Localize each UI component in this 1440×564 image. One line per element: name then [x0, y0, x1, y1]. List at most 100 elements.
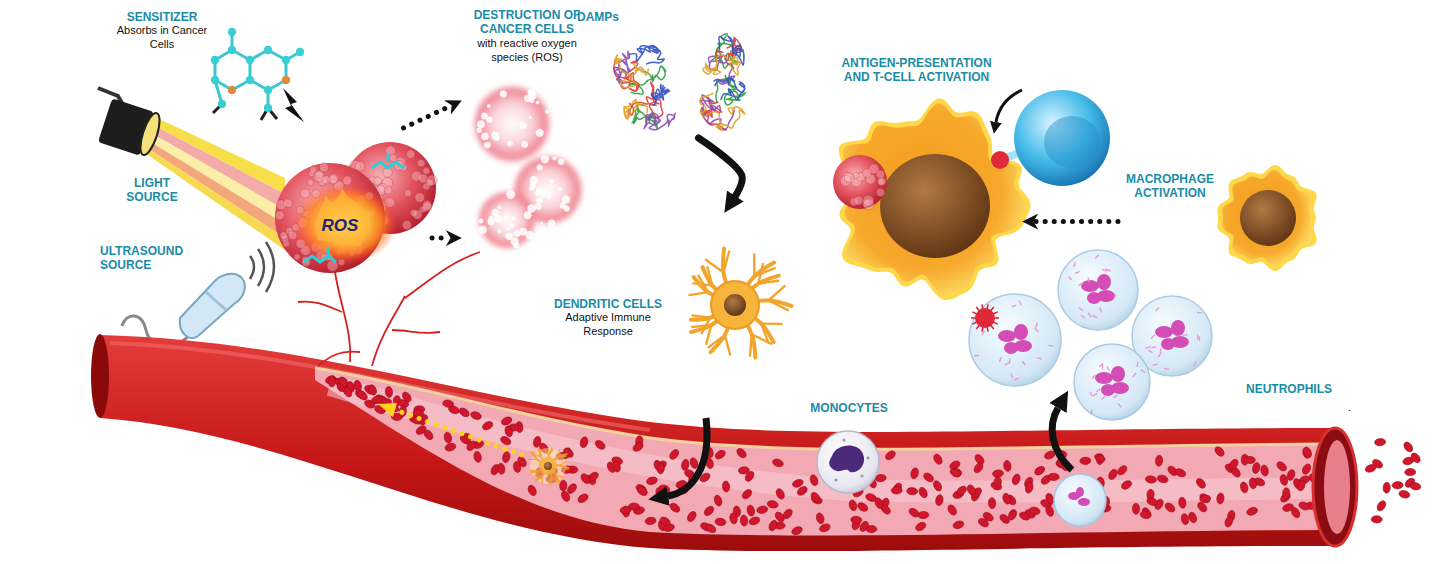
red-blood-cells — [1279, 474, 1289, 486]
text-group: ROS — [295, 216, 385, 236]
neutrophils-cluster — [969, 250, 1212, 420]
red-blood-cells — [337, 375, 349, 388]
label-heading: ROS — [295, 216, 385, 236]
neutrophils-cluster — [1151, 346, 1156, 348]
dendritic-cell — [702, 318, 710, 334]
ultrasound-probe — [206, 292, 226, 310]
blood-vessel — [1324, 440, 1350, 534]
sensitizer-molecule — [246, 76, 254, 84]
red-blood-cells — [1033, 465, 1046, 477]
activated-macrophage — [854, 196, 863, 205]
destroyed-cells — [506, 232, 514, 240]
red-blood-cells — [526, 484, 537, 497]
red-blood-cells — [946, 503, 958, 516]
red-blood-cells — [1174, 467, 1187, 478]
red-blood-cells — [1029, 506, 1041, 515]
cancer-cells — [417, 159, 424, 166]
label-heading: MONOCYTES — [803, 401, 895, 415]
red-blood-cells — [972, 461, 984, 474]
activated-macrophage — [880, 154, 990, 258]
label-heading: ANTIGEN-PRESENTATION AND T-CELL ACTIVATI… — [829, 56, 1004, 85]
red-blood-cells — [1107, 468, 1119, 481]
dendritic-cell — [761, 322, 781, 325]
label-heading: LIGHT SOURCE — [117, 176, 187, 205]
neutrophils-cluster — [1113, 394, 1118, 398]
neutrophils-cluster — [1111, 366, 1125, 382]
neutrophils-cluster — [1140, 369, 1145, 373]
destroyed-cells — [526, 231, 534, 239]
activated-macrophage — [839, 98, 1031, 300]
neutrophils-cluster — [1136, 362, 1138, 367]
neutrophils-cluster — [1073, 262, 1075, 267]
red-blood-cells — [1178, 497, 1187, 509]
red-blood-cells — [1145, 475, 1157, 484]
neutrophil-in-vessel — [1076, 487, 1084, 497]
dendritic-cell — [707, 267, 712, 285]
dendritic-cell — [706, 325, 711, 344]
dendritic-cell-in-vessel — [545, 450, 548, 456]
red-blood-cells — [1195, 477, 1208, 490]
red-blood-cells — [1402, 440, 1414, 453]
red-blood-cells — [1364, 463, 1377, 473]
dendritic-cell — [724, 294, 746, 316]
red-blood-cells — [906, 487, 918, 495]
red-blood-cells — [949, 467, 962, 479]
damp-proteins — [624, 100, 647, 120]
red-blood-cells — [1116, 464, 1129, 477]
cancer-cells — [294, 254, 300, 260]
neutrophils-cluster — [1080, 315, 1085, 319]
red-blood-cells — [1018, 511, 1031, 522]
neutrophils-cluster — [1037, 357, 1042, 360]
label-body: with reactive oxygen species (ROS) — [462, 37, 592, 65]
red-blood-cells — [594, 439, 607, 451]
dendritic-cell — [769, 286, 785, 300]
neutrophils-cluster — [1011, 305, 1016, 308]
dendritic-cell-in-vessel — [529, 449, 569, 485]
red-blood-cells — [657, 463, 665, 475]
destroyed-cells — [548, 219, 556, 227]
t-cell — [1044, 116, 1100, 168]
dendritic-cell — [689, 292, 708, 295]
dendritic-cell-in-vessel — [534, 455, 541, 457]
sensitizer-molecule — [264, 46, 272, 54]
red-blood-cells — [1199, 494, 1211, 503]
resting-macrophage — [1217, 165, 1316, 271]
red-blood-cells — [1244, 456, 1255, 464]
damp-proteins — [703, 55, 740, 75]
red-blood-cells — [818, 522, 831, 533]
neutrophils-cluster — [1010, 373, 1013, 378]
red-blood-cells — [874, 497, 885, 510]
neutrophils-cluster — [1079, 307, 1084, 311]
neutrophils-cluster — [1161, 338, 1175, 350]
neutrophils-cluster — [1199, 336, 1201, 341]
sensitizer-molecule — [282, 56, 290, 64]
neutrophils-cluster — [1171, 320, 1185, 336]
dendritic-cell — [693, 315, 711, 317]
red-blood-cells — [620, 506, 632, 514]
destroyed-cells — [507, 141, 513, 147]
destroyed-cells — [509, 223, 514, 228]
destroyed-cells — [558, 158, 565, 165]
red-blood-cells — [1290, 506, 1302, 519]
destroyed-cells — [491, 209, 498, 216]
red-blood-cells — [756, 505, 768, 514]
red-blood-cells — [1375, 499, 1387, 512]
dotted-arrow — [1035, 219, 1118, 224]
cancer-cells — [293, 184, 397, 264]
dendritic-cell — [750, 334, 752, 355]
destroyed-cells — [541, 155, 549, 163]
red-blood-cells — [713, 494, 723, 507]
damp-proteins — [628, 82, 662, 117]
red-blood-cells — [1392, 481, 1403, 489]
red-blood-cells — [791, 478, 804, 489]
red-blood-cells — [1398, 489, 1410, 499]
red-blood-cells — [791, 525, 804, 536]
sensitizer-molecule — [228, 86, 236, 94]
red-blood-cells — [659, 515, 672, 527]
neutrophils-cluster — [969, 294, 1061, 386]
destroyed-cells — [558, 187, 562, 191]
cancer-cells — [384, 186, 392, 194]
damps-proteins: DAMPs — [575, 8, 765, 138]
neutrophils-cluster — [1101, 396, 1106, 400]
